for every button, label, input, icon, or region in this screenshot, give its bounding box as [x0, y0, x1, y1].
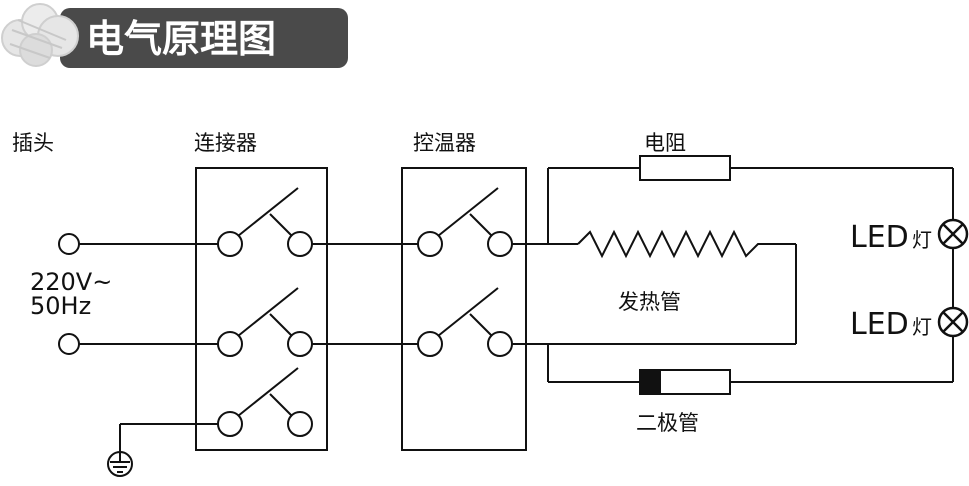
- diode-band: [641, 371, 661, 393]
- header-banner: 电气原理图: [1, 3, 348, 68]
- logo-icon: [1, 3, 79, 67]
- led1-label: LED 灯: [850, 220, 932, 255]
- led1-icon: [937, 218, 969, 250]
- plug-label: 插头: [12, 131, 54, 155]
- heater-label: 发热管: [618, 290, 681, 314]
- thermostat-box: [401, 167, 527, 451]
- led2-label: LED 灯: [850, 307, 932, 342]
- plug-terminal-neutral: [58, 333, 80, 355]
- page-title: 电气原理图: [86, 17, 276, 61]
- plug-terminal-live: [58, 233, 80, 255]
- contactor-box: [195, 167, 328, 451]
- frequency-label: 50Hz: [30, 292, 91, 320]
- led2-icon: [937, 306, 969, 338]
- circuit-wiring: [58, 155, 954, 452]
- voltage-label: 220V~: [30, 268, 112, 296]
- contactor-label: 连接器: [194, 131, 257, 155]
- svg-text:LED: LED: [850, 220, 909, 255]
- diode-label: 二极管: [636, 411, 699, 435]
- resistor-label: 电阻: [644, 131, 686, 155]
- thermostat-label: 控温器: [413, 131, 476, 155]
- banner-background: [60, 8, 348, 68]
- svg-text:灯: 灯: [912, 315, 932, 339]
- svg-text:LED: LED: [850, 307, 909, 342]
- resistor-icon: [639, 155, 731, 181]
- ground-icon: [107, 451, 133, 477]
- heater-element-icon: [577, 229, 796, 259]
- svg-text:灯: 灯: [912, 228, 932, 252]
